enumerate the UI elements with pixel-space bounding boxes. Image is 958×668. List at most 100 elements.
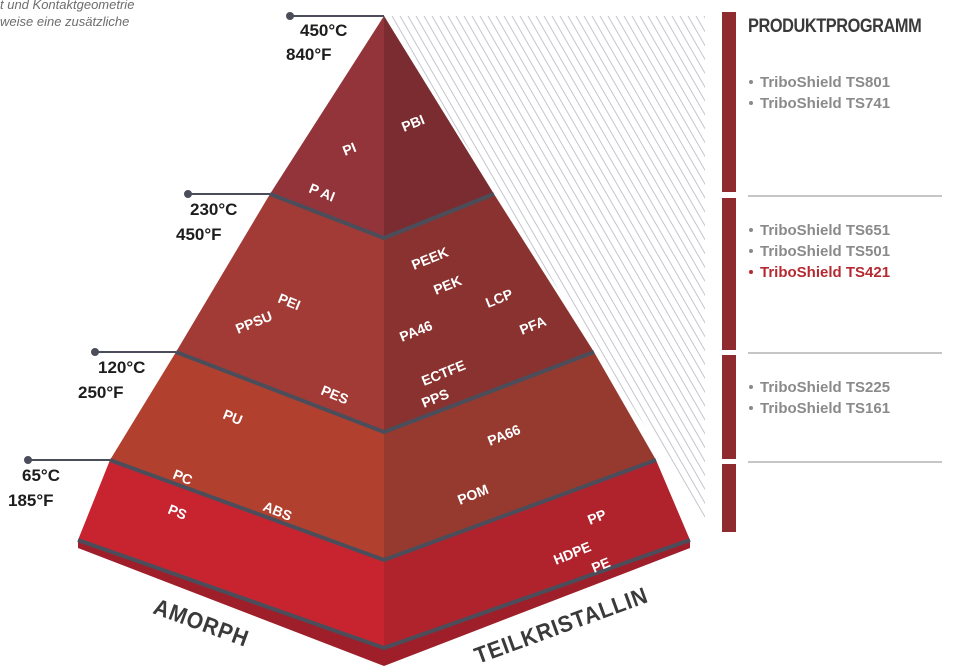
tier2-left-face [176, 194, 384, 432]
temp-celsius: 120°C [98, 358, 145, 377]
temp-fahrenheit: 185°F [8, 491, 54, 510]
seam-line [175, 350, 595, 434]
intro-line: weise eine zusätzliche [0, 14, 130, 29]
product-label: TriboShield TS801 [760, 74, 891, 91]
leader-dot [286, 12, 294, 20]
hatch-line [559, 16, 705, 520]
sidebar-title: PRODUKTPROGRAMM [748, 16, 922, 37]
seam-line [269, 192, 495, 240]
hatch-line [511, 16, 705, 520]
tier4-left-face [78, 460, 384, 648]
bullet-icon [749, 79, 753, 84]
product-item[interactable]: TriboShield TS741 [748, 93, 890, 114]
tier3-left-face [110, 352, 384, 560]
hatch-line [431, 16, 705, 520]
hatch-line [495, 16, 705, 520]
hatch-line [567, 16, 705, 520]
hatch-line [415, 16, 705, 520]
hatch-line [896, 16, 958, 536]
tier3-right-face [384, 352, 656, 560]
hatch-line [904, 16, 958, 536]
bullet-icon [749, 100, 753, 105]
tier1-left-face [270, 16, 384, 238]
hatch-line [455, 16, 705, 520]
hatch-line [615, 16, 705, 520]
product-item[interactable]: TriboShield TS501 [748, 241, 890, 262]
bullet-icon [749, 405, 753, 410]
hatch-line [944, 16, 958, 536]
hatch-line [936, 16, 958, 536]
material-label: PI [340, 139, 358, 159]
hatch-line [423, 16, 705, 520]
hatch-line [880, 16, 958, 536]
hatch-line [591, 16, 705, 520]
product-label: TriboShield TS161 [760, 400, 891, 417]
hatch-line [920, 16, 958, 536]
product-label: TriboShield TS651 [760, 222, 891, 239]
product-group: TriboShield TS801 TriboShield TS741 [748, 72, 890, 114]
product-label: TriboShield TS225 [760, 379, 891, 396]
accent-bar [722, 464, 736, 532]
leader-dot [91, 348, 99, 356]
hatch-line [535, 16, 705, 520]
material-label: PP [585, 506, 608, 528]
hatch-line [519, 16, 705, 520]
product-group: TriboShield TS225 TriboShield TS161 [748, 377, 890, 419]
product-item[interactable]: TriboShield TS651 [748, 220, 890, 241]
temp-celsius: 65°C [22, 466, 60, 485]
temperature-leaders [24, 12, 384, 464]
hatch-line [543, 16, 705, 520]
temp-fahrenheit: 250°F [78, 383, 124, 402]
hatch-line [471, 16, 705, 520]
bullet-icon [749, 269, 753, 274]
material-label: PEI [276, 290, 303, 313]
material-label: PU [221, 406, 245, 428]
hatch-line [607, 16, 705, 520]
hatch-line [503, 16, 705, 520]
seam-line [109, 458, 657, 562]
product-label: TriboShield TS501 [760, 243, 891, 260]
hatch-line [639, 16, 705, 520]
hatch-line [912, 16, 958, 536]
material-label: PE [589, 554, 612, 576]
leader-dot [24, 456, 32, 464]
hatch-line [447, 16, 705, 520]
tier-seams [77, 192, 691, 650]
hatch-line [952, 16, 958, 536]
hatch-line [583, 16, 705, 520]
intro-text: t und Kontaktgeometrie weise eine zusätz… [0, 0, 240, 30]
material-label: PC [171, 466, 195, 488]
hatch-line [888, 16, 958, 536]
product-item[interactable]: TriboShield TS801 [748, 72, 890, 93]
accent-bar [722, 198, 736, 350]
hatch-line [928, 16, 958, 536]
product-item[interactable]: TriboShield TS225 [748, 377, 890, 398]
accent-bar [722, 12, 736, 192]
product-item[interactable]: TriboShield TS161 [748, 398, 890, 419]
product-item-highlighted[interactable]: TriboShield TS421 [748, 262, 890, 283]
tier4-right-face [384, 460, 690, 648]
hatch-line [623, 16, 705, 520]
product-label: TriboShield TS741 [760, 95, 891, 112]
intro-line: t und Kontaktgeometrie [0, 0, 135, 12]
sidebar-accent-bars [722, 12, 736, 532]
accent-bar [722, 355, 736, 459]
hatch-line [463, 16, 705, 520]
temp-celsius: 450°C [300, 21, 347, 40]
bullet-icon [749, 384, 753, 389]
bullet-icon [749, 248, 753, 253]
seam-line [77, 538, 691, 650]
hatch-line [439, 16, 705, 520]
temp-fahrenheit: 840°F [286, 45, 332, 64]
hatch-line [575, 16, 705, 520]
product-group: TriboShield TS651 TriboShield TS501 Trib… [748, 220, 890, 283]
leader-dot [184, 190, 192, 198]
material-label: PS [166, 501, 189, 523]
temp-fahrenheit: 450°F [176, 225, 222, 244]
temp-celsius: 230°C [190, 200, 237, 219]
product-label: TriboShield TS421 [760, 264, 891, 281]
sidebar-dividers [748, 195, 942, 463]
temperature-labels: 450°C 840°F 230°C 450°F 120°C 250°F 65°C… [8, 21, 347, 510]
hatch-line [599, 16, 705, 520]
